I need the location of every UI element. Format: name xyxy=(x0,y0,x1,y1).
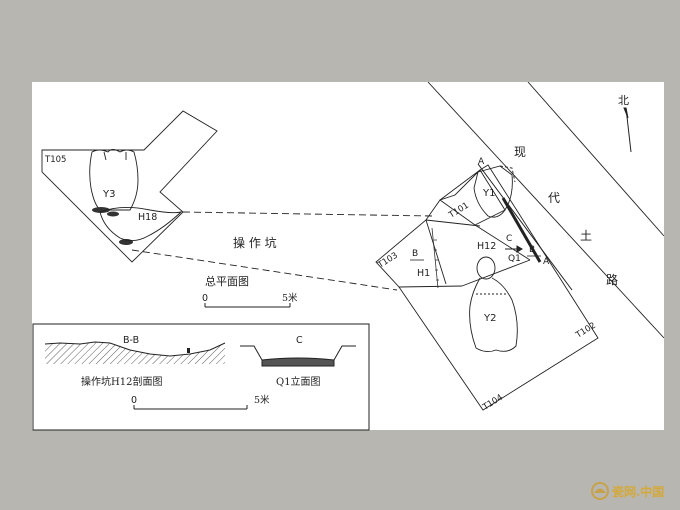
c-caption: Q1立面图 xyxy=(276,375,321,388)
pit-h18 xyxy=(99,207,183,241)
north-arrow xyxy=(623,107,632,153)
y1-label: Y1 xyxy=(482,188,495,199)
kiln-y3 xyxy=(89,149,139,211)
drawing-paper xyxy=(32,82,664,430)
operation-pit-outline xyxy=(131,211,433,291)
road-char-4: 路 xyxy=(606,272,618,287)
section-b-left: B xyxy=(412,249,418,259)
y2-label: Y2 xyxy=(483,313,496,324)
unit-complex-right xyxy=(375,164,599,411)
plan-scale-zero: 0 xyxy=(202,293,208,304)
road-char-1: 现 xyxy=(514,145,526,159)
unit-t105-label: T105 xyxy=(44,155,66,165)
road-edge-left xyxy=(427,82,664,339)
road-char-3: 土 xyxy=(580,229,592,243)
plan-scale-bar xyxy=(204,303,291,308)
h18-label: H18 xyxy=(138,212,157,223)
operation-pit-label: 操 作 坑 xyxy=(233,235,277,250)
unit-t105 xyxy=(41,110,218,263)
c-label: C xyxy=(296,335,303,346)
watermark-logo xyxy=(591,482,609,500)
section-c-label: C xyxy=(506,234,512,244)
inset-scale-zero: 0 xyxy=(131,395,137,406)
q1-label: Q1 xyxy=(508,254,521,264)
road-edge-right xyxy=(527,82,664,237)
inset-scale-end: 5米 xyxy=(254,394,270,406)
north-label: 北 xyxy=(618,94,629,107)
q1-elevation xyxy=(240,345,356,367)
bb-caption: 操作坑H12剖面图 xyxy=(81,375,162,388)
inset-scale-bar xyxy=(133,405,248,410)
road-char-2: 代 xyxy=(548,191,560,205)
bb-profile xyxy=(44,341,226,364)
inset-panel xyxy=(32,323,370,431)
section-a-bottom: A xyxy=(543,257,550,267)
y3-label: Y3 xyxy=(102,189,115,200)
bb-label: B-B xyxy=(123,335,139,346)
h1-wall-stones xyxy=(431,227,439,289)
kiln-y2 xyxy=(469,256,518,353)
plan-scale-end: 5米 xyxy=(282,292,298,304)
h1-label: H1 xyxy=(417,268,430,279)
section-b-right: B xyxy=(529,245,535,255)
section-a-top: A xyxy=(478,157,485,167)
kiln-y1 xyxy=(473,165,516,218)
plan-title: 总平面图 xyxy=(205,274,249,288)
section-c-arrow xyxy=(505,245,523,253)
h12-label: H12 xyxy=(477,241,496,252)
section-line-a xyxy=(477,163,573,291)
watermark-text: 瓷网.中国 xyxy=(612,484,664,499)
section-b-ticks xyxy=(410,255,541,261)
